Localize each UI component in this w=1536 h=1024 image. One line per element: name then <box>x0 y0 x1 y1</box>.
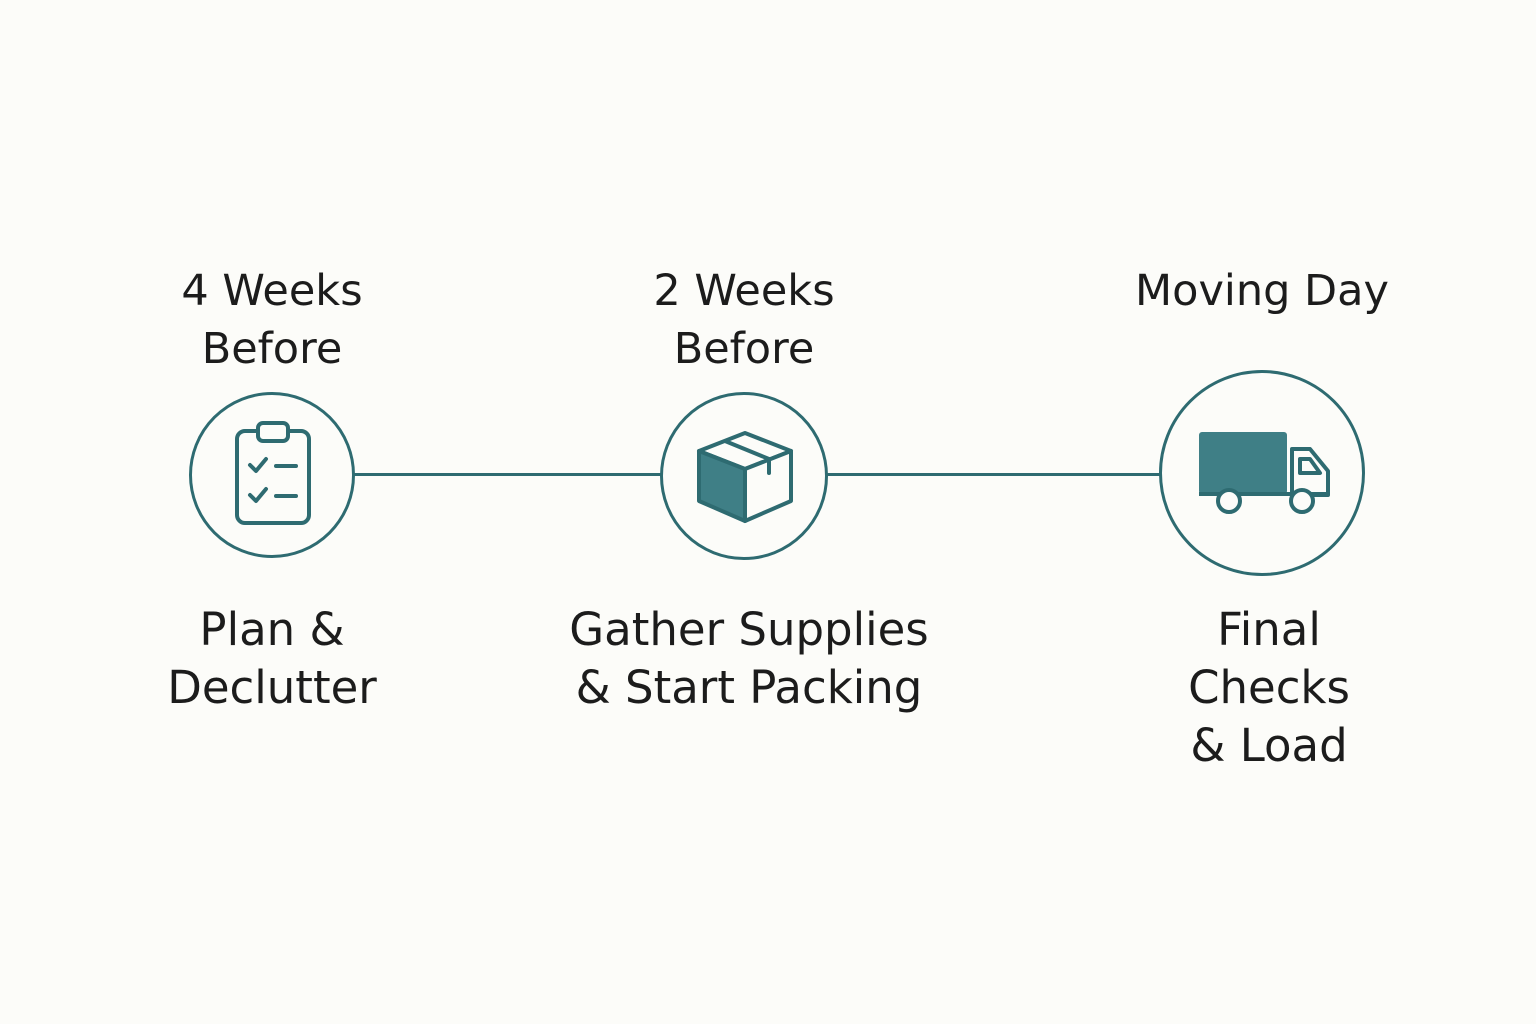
timeline-connector <box>827 473 1161 476</box>
clipboard-checklist-icon <box>235 421 311 525</box>
step-task: Plan & Declutter <box>167 603 377 714</box>
timeline-connector <box>354 473 661 476</box>
step-timing: 2 Weeks Before <box>653 266 835 374</box>
step-circle <box>189 392 355 558</box>
step-circle <box>660 392 828 560</box>
step-task: Gather Supplies & Start Packing <box>569 603 929 714</box>
step-circle <box>1159 370 1365 576</box>
truck-icon <box>1199 432 1330 514</box>
step-timing: Moving Day <box>1135 266 1389 316</box>
step-timing: 4 Weeks Before <box>181 266 363 374</box>
step-task: Final Checks & Load <box>1188 603 1350 772</box>
box-icon <box>697 431 793 523</box>
